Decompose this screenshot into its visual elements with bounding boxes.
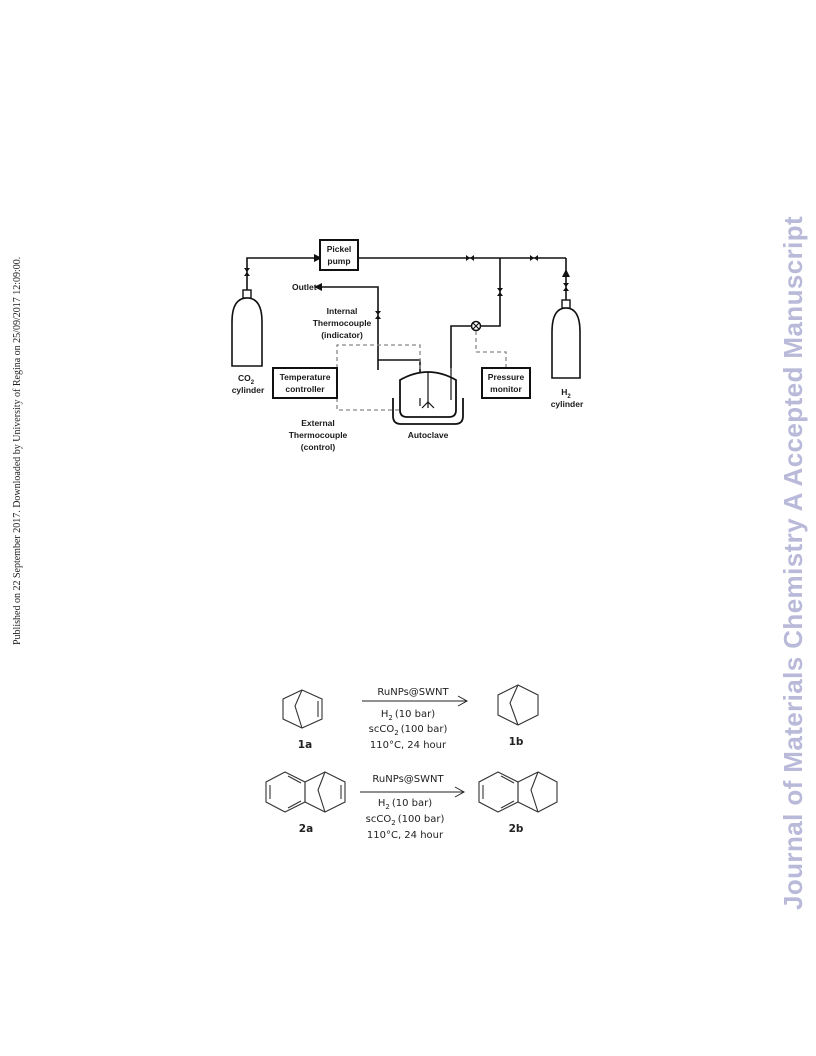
pump-label-1: Pickel	[327, 244, 352, 254]
co2-label-2: cylinder	[232, 385, 265, 395]
label-1b: 1b	[509, 736, 524, 748]
pickel-pump-box	[319, 239, 359, 271]
outlet-connector	[378, 359, 421, 372]
branch-valve	[497, 288, 503, 296]
catalyst-2: RuNPs@SWNT	[372, 774, 444, 785]
autoclave-inlet-line	[450, 325, 471, 368]
outlet-arrow	[314, 283, 322, 291]
internal-tc-label-3: (indicator)	[321, 330, 363, 340]
reaction-scheme: 1a RuNPs@SWNT H2(10 bar) scCO2(100 bar) …	[265, 684, 558, 841]
h2-cylinder-icon	[551, 299, 581, 379]
manifold-valve-2	[530, 255, 538, 261]
h2-label: H2	[561, 387, 571, 400]
label-2b: 2b	[509, 823, 524, 835]
pressure-label-2: monitor	[490, 384, 522, 394]
temp-time-condition-1: 110°C, 24 hour	[370, 740, 447, 751]
autoclave-feed-branch	[476, 258, 501, 327]
co2-feed-line	[246, 257, 318, 290]
external-tc-label-2: Thermocouple	[289, 430, 348, 440]
molecule-1a	[282, 689, 323, 729]
molecule-2b	[478, 771, 558, 813]
h2-condition-1: H2(10 bar)	[381, 709, 435, 722]
co2-cylinder-icon	[231, 289, 263, 367]
external-tc-signal	[336, 398, 400, 411]
manifold-valve-1	[466, 255, 474, 261]
co2-valve	[244, 268, 250, 276]
pump-label-2: pump	[327, 256, 350, 266]
outlet-label: Outlet	[292, 282, 317, 292]
internal-tc-label-1: Internal	[327, 306, 358, 316]
internal-tc-label-2: Thermocouple	[313, 318, 372, 328]
internal-tc-signal	[336, 344, 421, 398]
apparatus-diagram: Pickel pump Temperature controller Press…	[231, 239, 584, 452]
outlet-valve	[375, 311, 381, 319]
pressure-monitor-box	[481, 367, 531, 399]
temp-ctrl-label-1: Temperature	[280, 372, 331, 382]
autoclave-vessel	[392, 368, 464, 425]
molecule-1b	[497, 684, 539, 726]
flow-arrow	[314, 254, 322, 262]
temp-time-condition-2: 110°C, 24 hour	[367, 830, 444, 841]
co2-label: CO2	[238, 373, 255, 386]
h2-condition-2: H2(10 bar)	[378, 798, 432, 811]
external-tc-label-3: (control)	[301, 442, 336, 452]
pressure-label-1: Pressure	[488, 372, 525, 382]
scco2-condition-1: scCO2(100 bar)	[369, 724, 448, 737]
h2-valve	[563, 283, 569, 291]
h2-label-2: cylinder	[551, 399, 584, 409]
external-tc-label-1: External	[301, 418, 335, 428]
temp-ctrl-label-2: controller	[285, 384, 325, 394]
temperature-controller-box	[272, 367, 338, 399]
label-2a: 2a	[299, 823, 313, 835]
pressure-signal	[475, 331, 507, 368]
outlet-line	[318, 286, 379, 370]
autoclave-label: Autoclave	[408, 430, 449, 440]
molecule-2a	[265, 771, 346, 813]
label-1a: 1a	[298, 739, 312, 751]
catalyst-1: RuNPs@SWNT	[377, 687, 449, 698]
h2-flow-arrow	[562, 269, 570, 277]
scco2-condition-2: scCO2(100 bar)	[366, 814, 445, 827]
